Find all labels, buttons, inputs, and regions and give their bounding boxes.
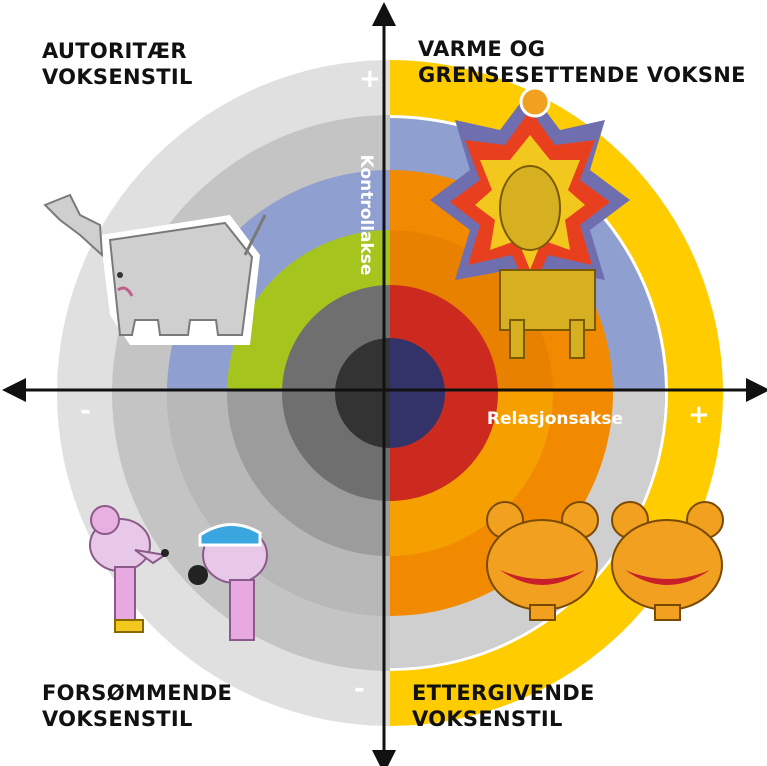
quadrant-label-bottom-right: ETTERGIVENDE VOKSENSTIL xyxy=(412,680,595,732)
bears-icon xyxy=(486,501,724,621)
lion-icon xyxy=(430,86,630,359)
horizontal-axis-label: Relasjonsakse xyxy=(487,409,623,429)
vertical-plus-sign: + xyxy=(359,64,381,94)
mice-icon xyxy=(89,505,268,641)
quadrant-label-bottom-left: FORSØMMENDE VOKSENSTIL xyxy=(42,680,232,732)
quadrant-top-left-line2: VOKSENSTIL xyxy=(42,65,193,89)
vertical-axis-label: Kontrollakse xyxy=(356,155,376,276)
horizontal-plus-sign: + xyxy=(688,400,710,430)
elephant-icon xyxy=(43,193,267,345)
quadrant-label-top-left: AUTORITÆR VOKSENSTIL xyxy=(42,38,193,90)
quadrant-bottom-right-line1: ETTERGIVENDE xyxy=(412,681,595,705)
quadrant-top-left-line1: AUTORITÆR xyxy=(42,39,187,63)
quadrant-bottom-right-line2: VOKSENSTIL xyxy=(412,707,563,731)
left-rings xyxy=(57,60,390,726)
quadrant-bottom-left-line1: FORSØMMENDE xyxy=(42,681,233,705)
quadrant-top-right-line2: GRENSESETTENDE VOKSNE xyxy=(418,63,746,87)
vertical-minus-sign: - xyxy=(354,674,365,704)
quadrant-bottom-left-line2: VOKSENSTIL xyxy=(42,707,193,731)
quadrant-label-top-right: VARME OG GRENSESETTENDE VOKSNE xyxy=(418,36,746,88)
quadrant-top-right-line1: VARME OG xyxy=(418,37,546,61)
horizontal-minus-sign: - xyxy=(80,396,91,426)
